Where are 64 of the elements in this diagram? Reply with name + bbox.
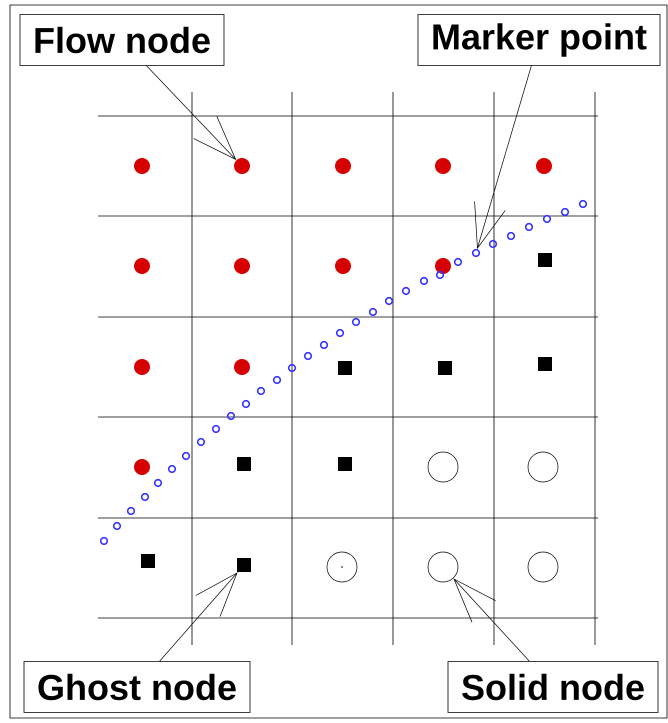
marker-point [112, 522, 122, 530]
leader-line [159, 572, 238, 662]
ghost-square [338, 457, 352, 471]
ghost-square [237, 558, 251, 572]
solid-circle [428, 452, 458, 482]
flow-dot [234, 359, 250, 375]
solid-circle [326, 552, 358, 582]
marker-point [242, 400, 250, 408]
marker-point [212, 424, 220, 434]
marker-point [524, 222, 534, 232]
label-box: Flow node [20, 14, 224, 66]
flow-dot [435, 158, 451, 174]
marker-point [256, 386, 266, 396]
marker-point [168, 464, 176, 474]
label-box: Marker point [418, 14, 660, 66]
marker-point [272, 376, 282, 384]
flow-dot [536, 158, 552, 174]
ghost-square [438, 361, 452, 375]
marker-point [126, 506, 136, 516]
marker-point [454, 258, 462, 266]
ghost-square [338, 361, 352, 375]
flow-dot [234, 258, 250, 274]
solid-circle [528, 452, 558, 482]
flow-dot [134, 459, 150, 475]
flow-dot [234, 158, 250, 174]
flow-dot [134, 258, 150, 274]
marker-point [288, 364, 296, 372]
label-box: Ghost node [24, 661, 250, 713]
leader-line [146, 66, 236, 160]
marker-point [336, 328, 344, 338]
marker-point [196, 438, 206, 446]
marker-point [352, 318, 360, 326]
marker-point [436, 270, 444, 280]
marker-point [304, 352, 312, 360]
flow-dot [335, 258, 351, 274]
marker-point [488, 240, 498, 248]
ghost-square [237, 457, 251, 471]
marker-point [402, 286, 410, 296]
marker-point [154, 478, 162, 488]
marker-point [320, 340, 328, 350]
solid-circle [528, 552, 558, 582]
marker-point [368, 308, 378, 316]
flow-dot [335, 158, 351, 174]
marker-point [182, 452, 190, 460]
marker-point [472, 248, 480, 258]
flow-dot [134, 359, 150, 375]
leader-line [453, 578, 530, 662]
solid-circle [428, 552, 458, 582]
marker-point [140, 492, 150, 502]
marker-point [100, 536, 108, 546]
marker-point [560, 208, 570, 216]
marker-point [506, 232, 516, 240]
flow-dot [134, 158, 150, 174]
flow-dot [435, 258, 451, 274]
marker-point [384, 296, 394, 306]
leader-line [474, 66, 532, 250]
marker-point [420, 276, 428, 286]
ghost-square [141, 554, 155, 568]
marker-point [578, 200, 588, 208]
ghost-square [538, 253, 552, 267]
label-box: Solid node [448, 661, 658, 713]
marker-point [542, 214, 552, 224]
marker-point [226, 412, 236, 420]
ghost-square [538, 357, 552, 371]
